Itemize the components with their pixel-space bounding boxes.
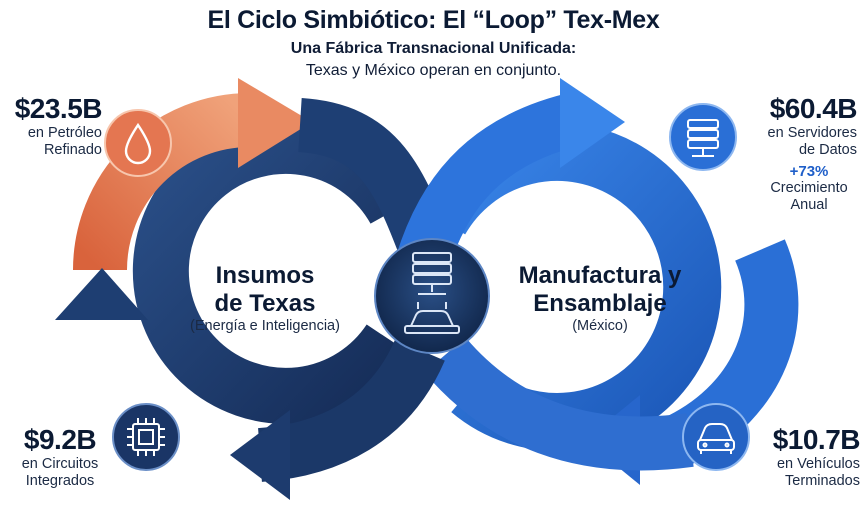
oil-callout: $23.5B en Petróleo Refinado [12, 93, 103, 159]
page-title: El Ciclo Simbiótico: El “Loop” Tex-Mex [207, 6, 660, 34]
right-loop-label: Manufactura y Ensamblaje (México) [500, 262, 700, 334]
car-node [682, 403, 750, 471]
orange-arrowhead [238, 78, 312, 168]
left-loop-sub: (Energía e Inteligencia) [190, 318, 340, 334]
growth-label-line2: Anual [790, 197, 828, 213]
car-label-line1: en Vehículos [776, 456, 860, 472]
chip-node [112, 403, 180, 471]
navy-arrowhead-bottom [230, 410, 290, 500]
page-subtitle-bold: Una Fábrica Transnacional Unificada: [290, 40, 577, 57]
chip-label-line2: Integrados [25, 473, 95, 489]
navy-arrowhead-left [55, 268, 148, 320]
oil-node [104, 109, 172, 177]
server-and-assembly-icon [404, 252, 460, 334]
right-loop-sub: (México) [572, 318, 628, 334]
car-icon [697, 423, 735, 454]
page-subtitle: Texas y México operan en conjunto. [305, 62, 562, 79]
right-loop-heading-line1: Manufactura y [518, 262, 682, 289]
right-loop-heading-line2: Ensamblaje [533, 290, 667, 317]
car-label-line2: Terminados [785, 473, 860, 489]
chip-label-line1: en Circuitos [21, 456, 99, 472]
oil-value: $23.5B [14, 93, 103, 124]
blue-arrowhead-top [560, 78, 625, 168]
growth-block: +73% Crecimiento Anual [761, 163, 857, 214]
left-loop-heading-line2: de Texas [214, 290, 316, 317]
growth-label-line1: Crecimiento [770, 180, 848, 196]
server-value: $60.4B [769, 93, 858, 124]
server-callout: $60.4B en Servidores de Datos +73% Creci… [745, 93, 858, 214]
oil-drop-icon [124, 122, 152, 165]
server-icon [687, 119, 719, 157]
center-node [374, 238, 490, 354]
car-callout: $10.7B en Vehículos Terminados [756, 424, 861, 490]
oil-label-line2: Refinado [43, 142, 102, 158]
oil-label-line1: en Petróleo [27, 125, 102, 141]
server-label-line2: de Datos [798, 142, 857, 158]
chip-callout: $9.2B en Circuitos Integrados [10, 424, 110, 490]
left-loop-heading-line1: Insumos [215, 262, 315, 289]
bottom-blue-band [424, 337, 694, 471]
chip-icon [127, 418, 165, 456]
left-loop-label: Insumos de Texas (Energía e Inteligencia… [160, 262, 370, 334]
growth-value: +73% [789, 163, 829, 180]
chip-value: $9.2B [23, 424, 97, 455]
server-label-line1: en Servidores [767, 125, 857, 141]
car-value: $10.7B [772, 424, 861, 455]
